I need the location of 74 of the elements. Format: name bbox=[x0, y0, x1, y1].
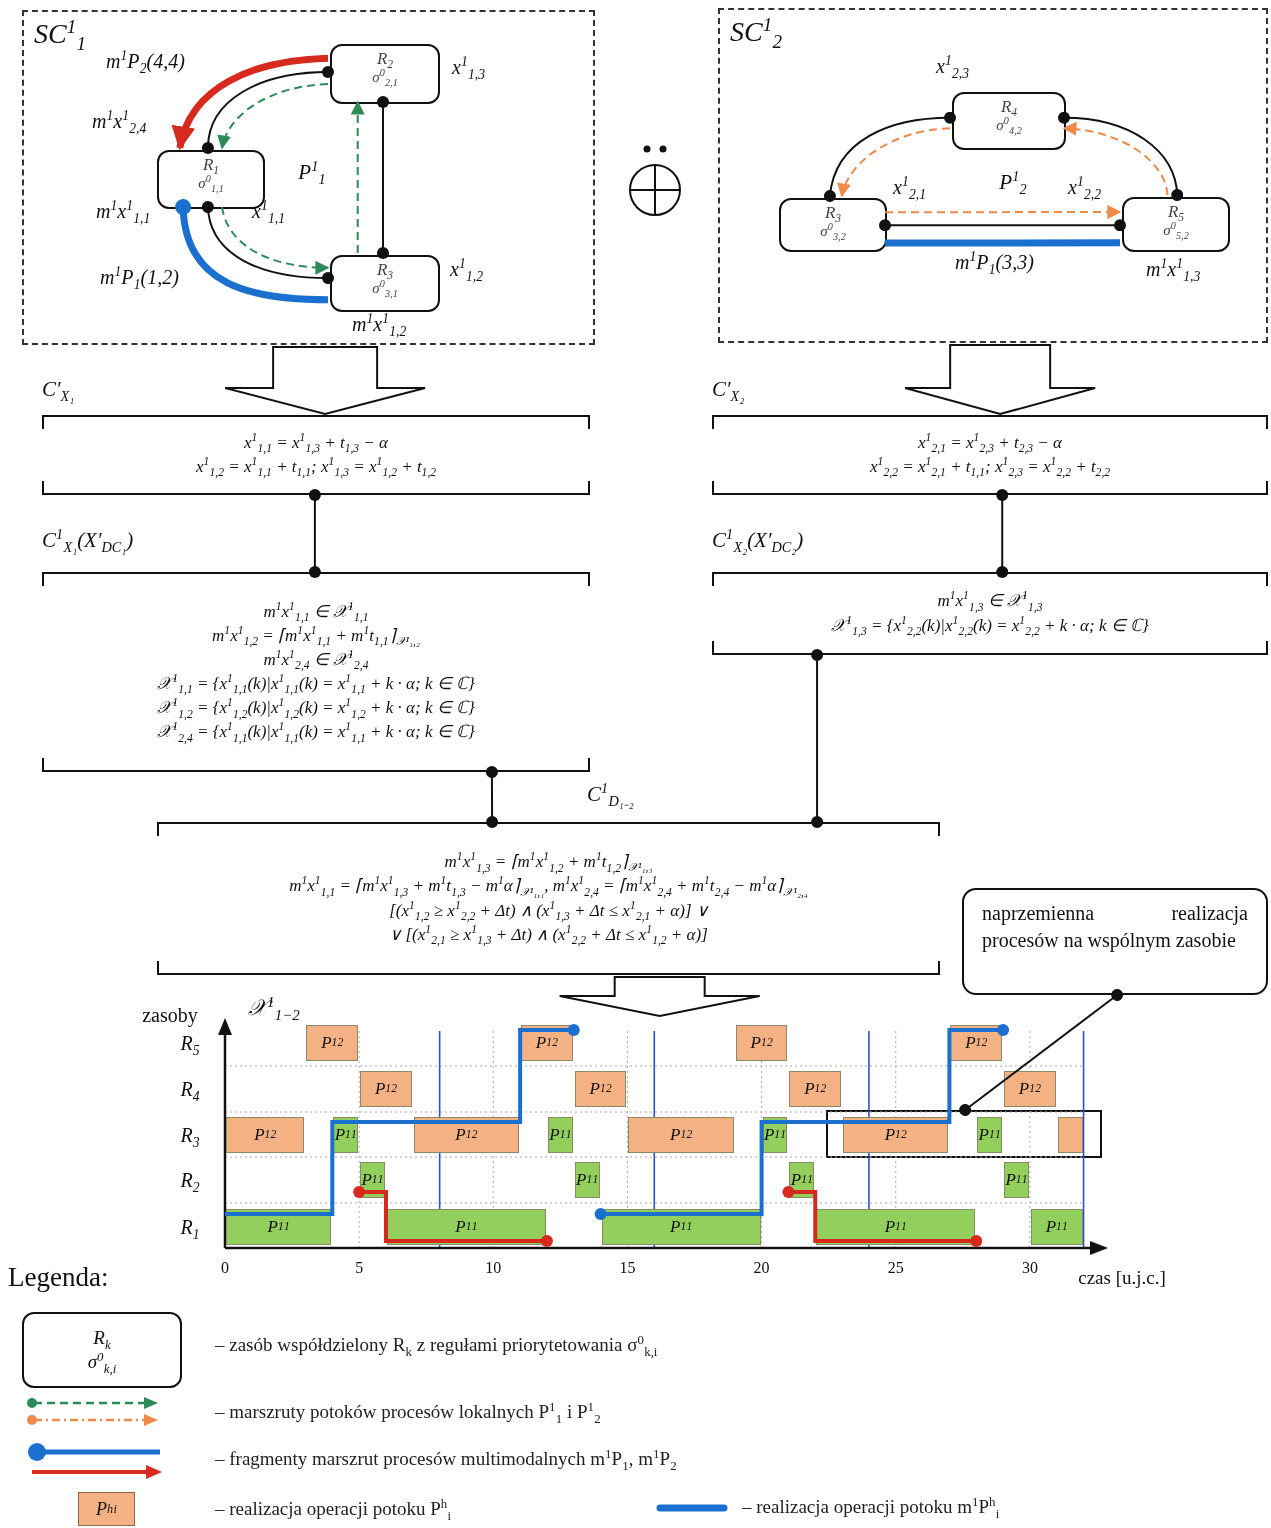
formula-text: x$^{1}$$_{1,2}$ = x$^{1}$$_{1,1}$ + t$_{1,1}$; x$^{1}$$_{1,3}$ = x$^{1}$$_{1,2}$ + t$_{1,2}$ bbox=[195, 455, 437, 480]
connector-line bbox=[823, 111, 956, 202]
constraint-heading: C$^{1}$$_{X₂}$(X′$_{DC₂}$) bbox=[712, 528, 804, 553]
resource-label: R$_{1}$ bbox=[202, 156, 220, 175]
resource-label: R$_{3}$ bbox=[824, 204, 842, 223]
connector-line bbox=[201, 201, 334, 285]
legend-title: Legenda: bbox=[8, 1262, 109, 1293]
constraint-heading: C′$_{X₂}$ bbox=[712, 377, 745, 402]
resource-label: R$_{2}$ bbox=[376, 50, 394, 69]
route-arrow bbox=[173, 54, 329, 151]
constraint-heading: C$^{1}$$_{X₁}$(X′$_{DC₁}$) bbox=[42, 528, 134, 553]
edge-label: m$^{1}$P$_{1}$(3,3) bbox=[955, 251, 1034, 274]
formula-text: ∨ [(x$^{1}$$_{2,1}$ ≥ x$^{1}$$_{1,3}$ + Δt) ∧ (x$^{1}$$_{2,2}$ + Δt ≤ x$^{1}$$_{1,2}$ + α)] bbox=[389, 922, 708, 947]
flow-arrow bbox=[350, 100, 365, 254]
resource-box bbox=[779, 198, 887, 252]
resource-box bbox=[330, 44, 440, 104]
constraint-heading: C′$_{X₁}$ bbox=[42, 377, 75, 402]
tick-label: 15 bbox=[619, 1259, 636, 1277]
formula-text: [(x$^{1}$$_{1,2}$ ≥ x$^{1}$$_{2,2}$ + Δt) ∧ (x$^{1}$$_{1,3}$ + Δt ≤ x$^{1}$$_{2,1}$ + α)] ∨ bbox=[389, 898, 708, 923]
block-arrow bbox=[558, 976, 761, 1017]
connector-line bbox=[308, 489, 321, 578]
formula-text: 𝒳$^{1}$$_{1,3}$ = {x$^{1}$$_{2,2}$(k)|x$^{1}$$_{2,2}$(k) = x$^{1}$$_{2,2}$ + k · α; k ∈ ℂ} bbox=[831, 613, 1149, 638]
formula-text: 𝒳$^{1}$$_{2,4}$ = {x$^{1}$$_{1,1}$(k)|x$^{1}$$_{1,1}$(k) = x$^{1}$$_{1,1}$ + k · α; k ∈ ℂ} bbox=[157, 720, 475, 745]
callout-box bbox=[962, 888, 1268, 995]
formula-text: x$^{1}$$_{2,1}$ = x$^{1}$$_{2,3}$ + t$_{2,3}$ − α bbox=[918, 430, 1062, 455]
formula-text: x$^{1}$$_{2,2}$ = x$^{1}$$_{2,1}$ + t$_{1,1}$; x$^{1}$$_{2,3}$ = x$^{1}$$_{2,2}$ + t$_{2,2}$ bbox=[869, 455, 1111, 480]
flow-arrow bbox=[220, 206, 330, 275]
axis-title: czas [u.j.c.] bbox=[1078, 1267, 1166, 1289]
connector-line bbox=[879, 219, 1126, 232]
row-label: R$_{1}$ bbox=[180, 1215, 200, 1239]
tick-label: 5 bbox=[355, 1259, 364, 1277]
leader-line bbox=[959, 989, 1124, 1116]
connector-line bbox=[1058, 111, 1184, 201]
connector-line bbox=[811, 649, 824, 828]
edge-label: m$^{1}$P$_{1}$(1,2) bbox=[100, 266, 179, 289]
formula-text: m$^{1}$x$^{1}$$_{1,3}$ = ⌈m$^{1}$x$^{1}$$_{1,2}$ + m$^{1}$t$_{1,2}$⌉$_{𝒳¹₁,₃}$ bbox=[444, 850, 653, 875]
connector-line bbox=[485, 766, 499, 828]
resource-label: R$_{4}$ bbox=[1000, 98, 1018, 117]
subsystem-panel bbox=[718, 8, 1268, 343]
resource-label: R$_{k}$ bbox=[93, 1326, 111, 1350]
formula-text: x$^{1}$$_{1,1}$ = x$^{1}$$_{1,3}$ + t$_{1,3}$ − α bbox=[244, 430, 388, 455]
formula-text: m$^{1}$x$^{1}$$_{1,1}$ = ⌈m$^{1}$x$^{1}$$_{1,3}$ + m$^{1}$t$_{1,3}$ − m$^{1}$α⌉$_{𝒳¹₁,₁}$, m$^{1}$x$^{1}$$_{2,4}$ = ⌈m$^{1}$x$^{1}$$_{2,4}$ + m$^{1}$t$_{2,4}$ − m$^{1}$α⌉$_{𝒳¹₂,₄}$ bbox=[289, 874, 808, 899]
row-label: R$_{4}$ bbox=[180, 1077, 200, 1101]
flow-arrow bbox=[884, 205, 1122, 220]
resource-box bbox=[157, 150, 265, 209]
subsystem-panel bbox=[22, 10, 595, 345]
resource-label: R$_{5}$ bbox=[1167, 203, 1185, 222]
resource-box bbox=[1122, 197, 1230, 252]
tick-label: 10 bbox=[485, 1259, 502, 1277]
formula-text: 𝒳$^{1}$$_{1,2}$ = {x$^{1}$$_{1,2}$(k)|x$^{1}$$_{1,2}$(k) = x$^{1}$$_{1,2}$ + k · α; k ∈ ℂ} bbox=[157, 696, 475, 721]
connector-line bbox=[377, 96, 389, 259]
edge-label: m$^{1}$P$_{2}$(4,4) bbox=[106, 50, 185, 73]
flow-arrow bbox=[218, 83, 329, 150]
connector-line bbox=[201, 66, 334, 154]
formula-text: 𝒳$^{1}$$_{1,1}$ = {x$^{1}$$_{1,1}$(k)|x$^{1}$$_{1,1}$(k) = x$^{1}$$_{1,1}$ + k · α; k ∈ ℂ} bbox=[157, 672, 475, 697]
resource-box bbox=[330, 255, 440, 312]
callout-text: naprzemienna realizacja procesów na wspólnym zasobie bbox=[982, 901, 1248, 954]
tick-label: 25 bbox=[887, 1259, 904, 1277]
axis-title: zasoby bbox=[142, 1003, 198, 1027]
legend-text: – fragmenty marszrut procesów multimodalnych m$^{1}$P$_{1}$, m$^{1}$P$_{2}$ bbox=[215, 1448, 677, 1470]
resource-box bbox=[952, 92, 1066, 150]
block-arrow bbox=[224, 346, 427, 416]
row-label: R$_{3}$ bbox=[180, 1123, 200, 1147]
connector-line bbox=[996, 489, 1009, 578]
tick-label: 30 bbox=[1021, 1259, 1038, 1277]
tick-label: 0 bbox=[221, 1259, 229, 1277]
flow-arrow bbox=[1062, 122, 1169, 196]
formula-text: m$^{1}$x$^{1}$$_{1,2}$ = ⌈m$^{1}$x$^{1}$$_{1,1}$ + m$^{1}$t$_{1,1}$⌉$_{𝒳¹₁,₂}$ bbox=[212, 623, 420, 648]
block-arrow bbox=[904, 344, 1097, 416]
row-label: R$_{2}$ bbox=[180, 1168, 200, 1192]
row-label: R$_{5}$ bbox=[180, 1031, 200, 1055]
flow-arrow bbox=[838, 127, 951, 198]
tick-label: 20 bbox=[753, 1259, 770, 1277]
resource-label: R$_{3}$ bbox=[376, 261, 394, 280]
